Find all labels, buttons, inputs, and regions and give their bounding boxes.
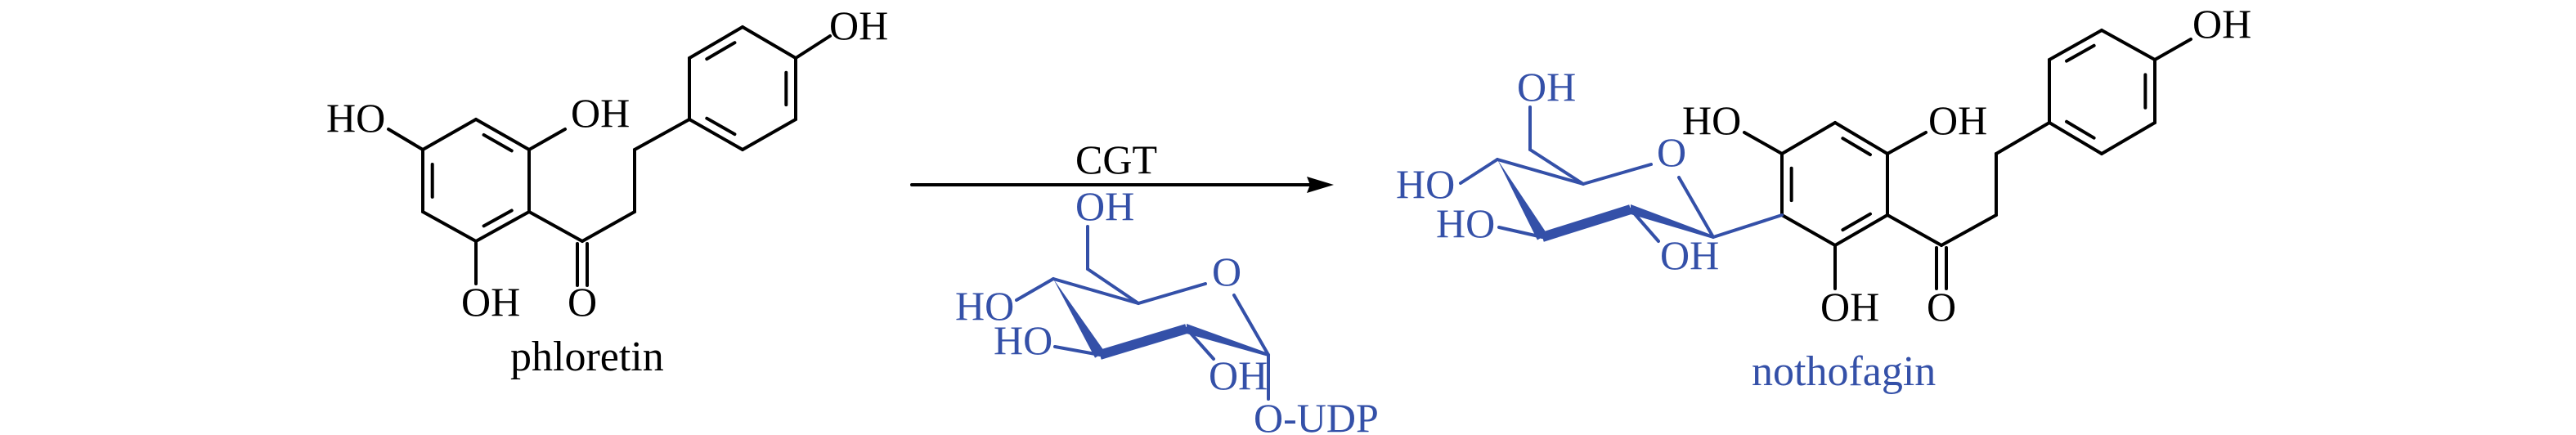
bond (1052, 277, 1140, 305)
bond (421, 210, 478, 243)
bond (474, 210, 531, 243)
bond (794, 34, 832, 60)
bond (1886, 131, 1928, 155)
atom-label-oh: OH (1517, 64, 1576, 110)
atom-label-ho: HO (955, 283, 1014, 329)
bond (1743, 131, 1784, 155)
atom-label-ring-o: O (1657, 129, 1686, 175)
atom-label-o-udp: O-UDP (1254, 395, 1379, 435)
bond (1496, 158, 1585, 186)
atom-label-ho: HO (1436, 200, 1495, 246)
bond (1232, 294, 1270, 357)
bond (1459, 158, 1499, 185)
atom-label-oh: OH (1209, 352, 1268, 398)
bond (1497, 226, 1544, 239)
bold-bond (1098, 324, 1188, 360)
nothofagin-structure: OH O HO HO OH HO OH OH O OH nothofagin (1396, 1, 2251, 395)
bond (482, 132, 514, 153)
bond (705, 116, 737, 137)
bond (581, 210, 636, 243)
bond (1582, 163, 1653, 186)
wedge-bond (1187, 324, 1268, 357)
atom-label-oh: OH (1928, 97, 1987, 143)
atom-label-oh: OH (2192, 1, 2251, 47)
bond (1841, 137, 1872, 157)
bond (2048, 29, 2103, 61)
bond (1053, 345, 1102, 357)
wedge-bond (1053, 279, 1105, 358)
bond (421, 118, 478, 151)
bond (1886, 213, 1943, 247)
atom-label-oh: OH (1660, 232, 1719, 278)
bond (2153, 38, 2192, 61)
bond (1185, 327, 1215, 361)
atom-label-ho: HO (994, 317, 1052, 363)
bond (387, 128, 424, 151)
atom-label-ho: HO (1682, 97, 1741, 143)
atom-label-oh: OH (1820, 284, 1879, 330)
bond (741, 25, 797, 60)
wedge-bond (1631, 204, 1713, 239)
bond (688, 118, 744, 151)
reaction-arrow: CGT (910, 137, 1334, 193)
bond (1137, 282, 1207, 305)
bond (474, 118, 531, 151)
atom-label-oh: OH (1075, 183, 1134, 229)
atom-label-ho: HO (326, 95, 385, 141)
atom-label-oh: OH (829, 2, 888, 48)
compound-name-nothofagin: nothofagin (1752, 348, 1936, 395)
udp-glucose-structure: OH O HO HO OH O-UDP (955, 183, 1379, 435)
compound-name-phloretin: phloretin (510, 334, 664, 380)
bond (1086, 267, 1140, 305)
bond (2048, 121, 2103, 155)
bond (705, 41, 737, 61)
bond (2100, 29, 2156, 61)
bold-bond (1541, 204, 1632, 242)
bond (1629, 208, 1660, 243)
atom-label-ring-o: O (1212, 249, 1241, 294)
atom-label-ho: HO (1396, 161, 1455, 207)
bond (527, 128, 567, 151)
bond (1780, 121, 1837, 155)
atom-label-carbonyl-o: O (568, 279, 597, 325)
bond (1015, 277, 1055, 302)
arrowhead-icon (1307, 177, 1334, 193)
bond (633, 118, 691, 151)
bond (2100, 121, 2156, 155)
phloretin-structure: HO OH OH O OH phloretin (326, 2, 888, 380)
bond (1528, 148, 1585, 186)
bond (1841, 212, 1872, 232)
bond (2065, 43, 2096, 63)
bond (527, 210, 584, 243)
bond (2065, 119, 2096, 140)
bond (1833, 213, 1889, 247)
bond (1995, 121, 2051, 155)
bond (482, 209, 514, 228)
atom-label-oh: OH (571, 90, 630, 136)
atom-label-oh: OH (461, 279, 520, 325)
bond (1712, 213, 1784, 239)
bond (688, 25, 744, 60)
enzyme-label: CGT (1075, 137, 1157, 182)
wedge-bond (1497, 159, 1548, 240)
bond (1833, 121, 1889, 155)
bond (1940, 213, 1998, 247)
bond (741, 118, 797, 151)
bond (1677, 176, 1715, 239)
atom-label-carbonyl-o: O (1927, 284, 1956, 330)
bond (1780, 213, 1837, 247)
